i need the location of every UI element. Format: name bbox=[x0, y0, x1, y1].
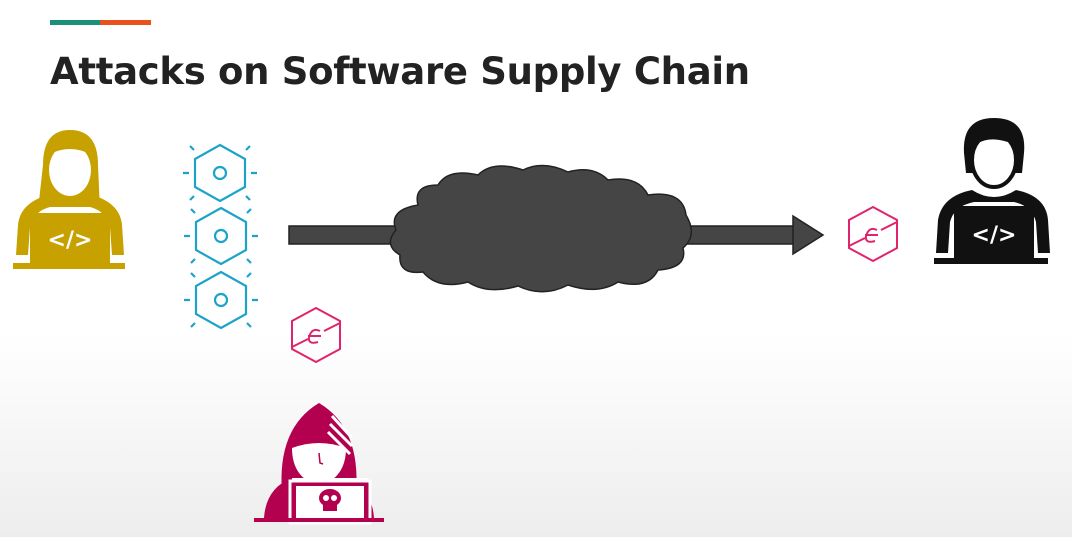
malicious-package-icon bbox=[848, 205, 898, 263]
hacker-icon bbox=[254, 403, 384, 525]
malicious-package-icon bbox=[291, 306, 341, 364]
slide-title: Attacks on Software Supply Chain bbox=[50, 50, 750, 93]
developer-laptop-icon: </> bbox=[13, 130, 125, 269]
consumer-code-glyph: </> bbox=[972, 223, 1017, 248]
package-list bbox=[183, 143, 258, 330]
package-hexagon-icon bbox=[184, 270, 258, 330]
package-hexagon-icon bbox=[183, 143, 257, 203]
package-hexagon-icon bbox=[184, 206, 258, 266]
skull-icon bbox=[319, 489, 341, 511]
accent-bar-orange bbox=[100, 20, 151, 25]
delivery-arrow bbox=[288, 164, 825, 293]
accent-bar-teal bbox=[50, 20, 100, 25]
consumer-laptop-icon: </> bbox=[934, 118, 1050, 264]
developer-code-glyph: </> bbox=[48, 228, 93, 253]
cloud-icon bbox=[389, 164, 692, 293]
